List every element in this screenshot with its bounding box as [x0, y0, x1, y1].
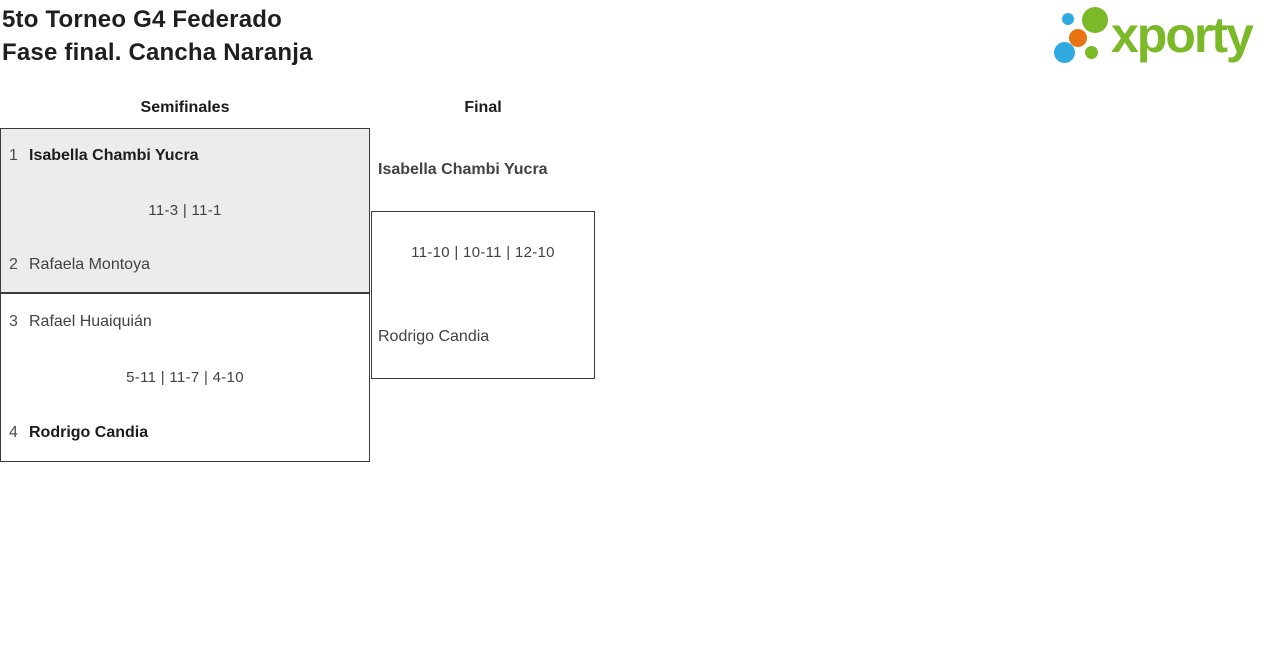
player-name: Rafael Huaiquián: [29, 312, 152, 330]
xporty-wordmark: xporty: [1111, 7, 1254, 63]
round-header-final: Final: [464, 99, 502, 116]
round-header-semifinales: Semifinales: [140, 99, 230, 116]
player-row: 4 Rodrigo Candia: [1, 405, 369, 461]
logo-dot-orange-icon: [1069, 29, 1087, 47]
score-row: 11-3 | 11-1: [1, 183, 369, 237]
player-row: 3 Rafael Huaiquián: [1, 294, 369, 350]
logo-dot-green-large-icon: [1082, 7, 1108, 33]
final-player-name: Rodrigo Candia: [378, 328, 490, 345]
logo-dot-green-small-icon: [1085, 46, 1098, 59]
player-name: Isabella Chambi Yucra: [29, 147, 199, 165]
player-seed: 4: [9, 424, 18, 442]
page-title: 5to Torneo G4 Federado Fase final. Canch…: [2, 3, 313, 69]
player-seed: 2: [9, 255, 18, 273]
tournament-phase: Fase final. Cancha Naranja: [2, 39, 313, 66]
player-name: Rafaela Montoya: [29, 255, 150, 273]
score-row: 5-11 | 11-7 | 4-10: [1, 350, 369, 406]
xporty-logo[interactable]: xporty: [1045, 0, 1280, 75]
player-seed: 1: [9, 147, 18, 165]
match-score: 11-10 | 10-11 | 12-10: [411, 244, 555, 261]
semifinal-match-2: 3 Rafael Huaiquián 5-11 | 11-7 | 4-10 4 …: [0, 293, 370, 462]
player-seed: 3: [9, 312, 18, 330]
final-match-box: [371, 211, 595, 379]
final-player-name: Isabella Chambi Yucra: [378, 161, 548, 178]
match-score: 5-11 | 11-7 | 4-10: [126, 369, 244, 386]
player-name: Rodrigo Candia: [29, 424, 149, 442]
tournament-name: 5to Torneo G4 Federado: [2, 6, 282, 33]
match-score: 11-3 | 11-1: [148, 201, 222, 219]
logo-dot-blue-small-icon: [1062, 13, 1074, 25]
player-row: 1 Isabella Chambi Yucra: [1, 129, 369, 183]
logo-dot-blue-large-icon: [1054, 42, 1075, 63]
final-score-row: 11-10 | 10-11 | 12-10: [371, 244, 595, 262]
semifinal-match-1: 1 Isabella Chambi Yucra 11-3 | 11-1 2 Ra…: [0, 128, 370, 293]
player-row: 2 Rafaela Montoya: [1, 238, 369, 292]
